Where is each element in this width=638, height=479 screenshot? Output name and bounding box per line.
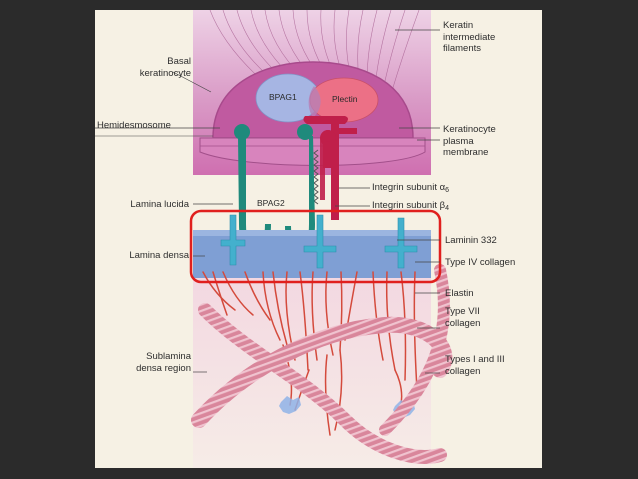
sublamina-densa-label: Sublamina densa region [136, 351, 191, 374]
laminin-332 [220, 214, 418, 269]
collagen-fibers [191, 264, 453, 464]
highlight-box [189, 209, 442, 284]
hemidesmosome-diagram: BPAG1 Plectin BPAG2 Basal keratinocyte H… [95, 10, 542, 468]
type-vii-collagen-label: Type VII collagen [445, 306, 481, 329]
type-iv-collagen-label: Type IV collagen [445, 257, 516, 268]
hemidesmosome-label: Hemidesmosome [97, 120, 171, 131]
plasma-membrane-label: Keratinocyte plasma membrane [443, 124, 496, 158]
laminin-332-label: Laminin 332 [445, 235, 497, 246]
integrin-beta4-label: Integrin subunit β4 [372, 200, 449, 212]
bpag2-label: BPAG2 [255, 198, 287, 208]
basal-keratinocyte-label: Basal keratinocyte [139, 56, 191, 79]
integrin-alpha6 [320, 130, 336, 200]
elastin-label: Elastin [445, 288, 474, 299]
types-i-iii-collagen-label: Types I and III collagen [445, 354, 505, 377]
plectin-label: Plectin [332, 94, 358, 104]
lamina-densa [193, 230, 431, 278]
keratin-filaments-label: Keratin intermediate filaments [443, 20, 496, 54]
lamina-lucida-label: Lamina lucida [130, 199, 189, 210]
integrin-beta4 [303, 116, 348, 220]
integrin-alpha6-label: Integrin subunit α6 [372, 182, 449, 194]
lamina-densa-label: Lamina densa [129, 250, 189, 261]
diagram-artwork [95, 10, 453, 468]
bpag1-label: BPAG1 [269, 92, 297, 102]
